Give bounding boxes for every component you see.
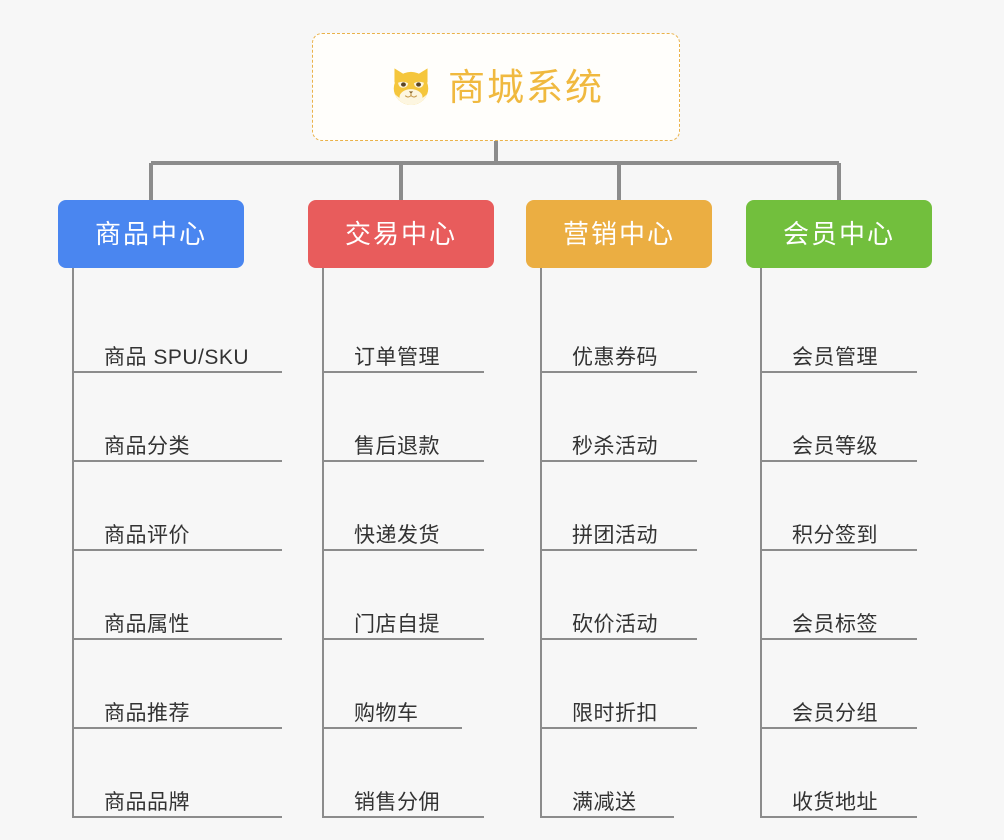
shiba-inu-icon — [393, 68, 429, 106]
branch-columns: 商品中心 商品 SPU/SKU 商品分类 商品评价 商品属性 商品推荐 商品品牌… — [0, 200, 1004, 840]
leaf-item[interactable]: 商品推荐 — [74, 640, 282, 729]
leaf-item[interactable]: 优惠券码 — [542, 284, 746, 373]
leaf-label: 商品分类 — [104, 434, 190, 458]
leaf-item[interactable]: 会员分组 — [762, 640, 966, 729]
branch-header-label: 营销中心 — [562, 219, 675, 249]
leaf-item[interactable]: 商品 SPU/SKU — [74, 284, 282, 373]
leaf-item[interactable]: 商品品牌 — [74, 729, 282, 818]
leaf-label: 商品 SPU/SKU — [104, 345, 250, 369]
leaf-item[interactable]: 订单管理 — [324, 284, 528, 373]
leaf-item[interactable]: 商品属性 — [74, 551, 282, 640]
leaf-item[interactable]: 销售分佣 — [324, 729, 528, 818]
leaf-label: 限时折扣 — [572, 701, 658, 725]
root-node-shop-system[interactable]: 商城系统 — [312, 33, 680, 141]
leaf-label: 秒杀活动 — [572, 434, 658, 458]
leaf-item[interactable]: 满减送 — [542, 729, 746, 818]
leaf-item[interactable]: 会员标签 — [762, 551, 966, 640]
leaf-label: 快递发货 — [354, 523, 440, 547]
branch-header-product[interactable]: 商品中心 — [58, 200, 244, 268]
branch-header-member[interactable]: 会员中心 — [746, 200, 932, 268]
leaf-label: 拼团活动 — [572, 523, 658, 547]
leaf-item[interactable]: 商品分类 — [74, 373, 282, 462]
leaf-label: 门店自提 — [354, 612, 440, 636]
leaf-label: 收货地址 — [792, 790, 878, 814]
branch-column-marketing: 营销中心 优惠券码 秒杀活动 拼团活动 砍价活动 限时折扣 满减送 — [526, 200, 746, 818]
leaf-item[interactable]: 限时折扣 — [542, 640, 746, 729]
leaf-item[interactable]: 收货地址 — [762, 729, 966, 818]
leaf-item[interactable]: 门店自提 — [324, 551, 528, 640]
leaf-list-trade: 订单管理 售后退款 快递发货 门店自提 购物车 销售分佣 — [322, 268, 528, 818]
leaf-item[interactable]: 拼团活动 — [542, 462, 746, 551]
root-node-title: 商城系统 — [448, 66, 604, 108]
leaf-label: 砍价活动 — [572, 612, 658, 636]
leaf-label: 售后退款 — [354, 434, 440, 458]
leaf-label: 订单管理 — [354, 345, 440, 369]
leaf-label: 购物车 — [354, 701, 419, 725]
branch-header-marketing[interactable]: 营销中心 — [526, 200, 712, 268]
leaf-item[interactable]: 快递发货 — [324, 462, 528, 551]
leaf-label: 会员等级 — [792, 434, 878, 458]
leaf-item[interactable]: 商品评价 — [74, 462, 282, 551]
leaf-item[interactable]: 售后退款 — [324, 373, 528, 462]
branch-header-trade[interactable]: 交易中心 — [308, 200, 494, 268]
leaf-label: 会员分组 — [792, 701, 878, 725]
leaf-label: 会员标签 — [792, 612, 878, 636]
leaf-item[interactable]: 会员管理 — [762, 284, 966, 373]
leaf-list-member: 会员管理 会员等级 积分签到 会员标签 会员分组 收货地址 — [760, 268, 966, 818]
leaf-label: 商品推荐 — [104, 701, 190, 725]
branch-column-member: 会员中心 会员管理 会员等级 积分签到 会员标签 会员分组 收货地址 — [746, 200, 966, 818]
leaf-label: 商品品牌 — [104, 790, 190, 814]
branch-column-trade: 交易中心 订单管理 售后退款 快递发货 门店自提 购物车 销售分佣 — [308, 200, 528, 818]
branch-header-label: 会员中心 — [782, 219, 895, 249]
leaf-item[interactable]: 会员等级 — [762, 373, 966, 462]
leaf-label: 优惠券码 — [572, 345, 658, 369]
leaf-list-product: 商品 SPU/SKU 商品分类 商品评价 商品属性 商品推荐 商品品牌 — [72, 268, 282, 818]
branch-header-label: 交易中心 — [344, 219, 457, 249]
leaf-item[interactable]: 购物车 — [324, 640, 528, 729]
leaf-item[interactable]: 积分签到 — [762, 462, 966, 551]
leaf-item[interactable]: 砍价活动 — [542, 551, 746, 640]
leaf-item[interactable]: 秒杀活动 — [542, 373, 746, 462]
branch-column-product: 商品中心 商品 SPU/SKU 商品分类 商品评价 商品属性 商品推荐 商品品牌 — [58, 200, 282, 818]
leaf-label: 商品属性 — [104, 612, 190, 636]
leaf-label: 积分签到 — [792, 523, 878, 547]
leaf-list-marketing: 优惠券码 秒杀活动 拼团活动 砍价活动 限时折扣 满减送 — [540, 268, 746, 818]
leaf-label: 满减送 — [572, 790, 637, 814]
leaf-label: 会员管理 — [792, 345, 878, 369]
branch-header-label: 商品中心 — [94, 219, 207, 249]
leaf-label: 销售分佣 — [354, 790, 440, 814]
leaf-label: 商品评价 — [104, 523, 190, 547]
